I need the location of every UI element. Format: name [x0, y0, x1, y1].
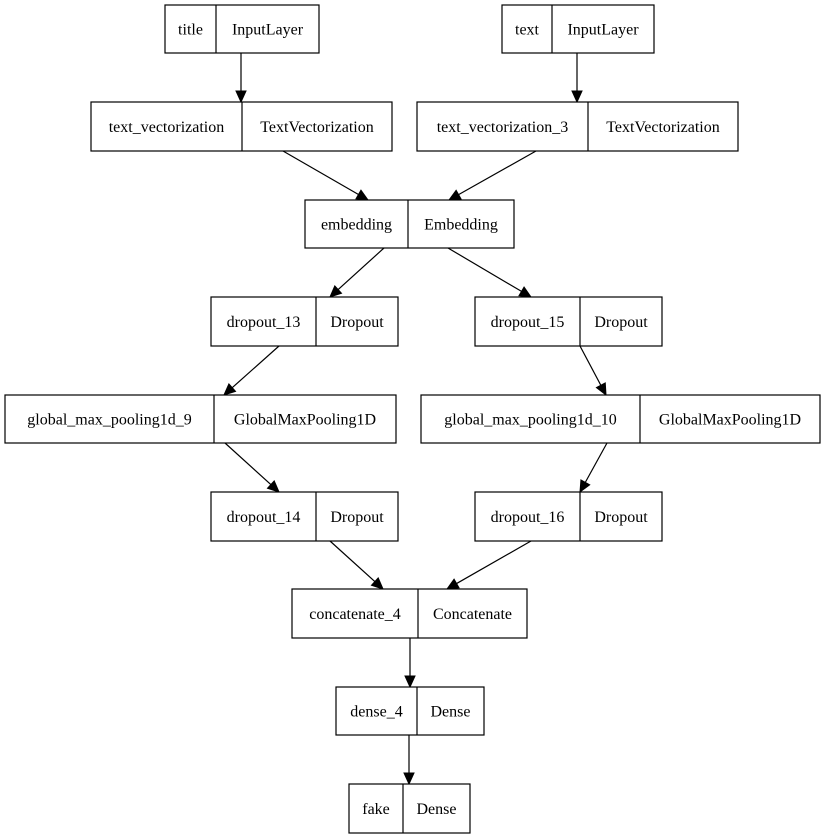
nodes-layer: title InputLayer text InputLayer text_vector…: [4, 4, 821, 834]
layer-name: global_max_pooling1d_10: [444, 412, 616, 429]
node-box: [164, 4, 320, 54]
layer-type: Concatenate: [433, 606, 512, 623]
edge-line: [584, 442, 608, 483]
layer-type: Dropout: [330, 509, 384, 526]
layer-type: GlobalMaxPooling1D: [659, 412, 801, 429]
arrowhead-icon: [518, 286, 533, 298]
layer-type: InputLayer: [567, 22, 639, 39]
layer-name: dense_4: [350, 704, 402, 721]
layer-type: InputLayer: [232, 22, 304, 39]
node-box: [416, 101, 739, 152]
node-box: [335, 686, 485, 736]
arrowhead-icon: [266, 479, 280, 493]
edges-layer: [223, 53, 608, 786]
node-do16: dropout_16 Dropout: [474, 491, 663, 542]
node-box: [210, 491, 399, 542]
layer-name: title: [178, 22, 203, 39]
edge-emb-to-do15: [447, 247, 533, 298]
layer-type: Dense: [431, 704, 471, 721]
node-tv3: text_vectorization_3 TextVectorization: [416, 101, 739, 152]
arrowhead-icon: [329, 284, 343, 298]
arrowhead-icon: [403, 772, 415, 786]
edge-line: [282, 150, 359, 196]
layer-type: Dropout: [594, 509, 648, 526]
node-box: [291, 588, 528, 639]
node-box: [304, 199, 515, 249]
node-gmp9: global_max_pooling1d_9 GlobalMaxPooling1D: [4, 394, 397, 444]
edge-line: [447, 247, 522, 292]
node-box: [474, 491, 663, 542]
edge-line: [456, 540, 532, 585]
edge-do14-to-cat4: [329, 540, 384, 590]
node-box: [4, 394, 397, 444]
layer-type: Dropout: [594, 314, 648, 331]
layer-name: global_max_pooling1d_9: [27, 412, 191, 429]
arrowhead-icon: [370, 576, 384, 590]
layer-type: GlobalMaxPooling1D: [234, 412, 376, 429]
edge-do16-to-cat4: [445, 540, 532, 590]
layer-type: Embedding: [424, 217, 498, 234]
node-do15: dropout_15 Dropout: [474, 296, 663, 347]
node-box: [348, 783, 471, 834]
layer-name: text_vectorization_3: [437, 119, 569, 136]
edge-gmp9-to-do14: [224, 442, 280, 493]
layer-name: dropout_16: [491, 509, 565, 526]
layer-name: text: [515, 22, 540, 39]
layer-name: fake: [362, 801, 390, 818]
arrowhead-icon: [404, 675, 416, 689]
node-emb: embedding Embedding: [304, 199, 515, 249]
layer-type: TextVectorization: [606, 119, 720, 136]
arrowhead-icon: [355, 189, 370, 201]
edge-line: [224, 442, 272, 486]
edge-do15-to-gmp10: [579, 345, 607, 397]
edge-line: [337, 247, 385, 291]
edge-text-to-tv3: [571, 53, 583, 104]
node-do13: dropout_13 Dropout: [210, 296, 399, 347]
edge-tv3-to-emb: [447, 150, 537, 201]
layer-type: Dense: [417, 801, 457, 818]
arrowhead-icon: [223, 383, 237, 396]
edge-tv-to-emb: [282, 150, 370, 201]
edge-dense4-to-fake: [403, 735, 415, 786]
edge-line: [458, 150, 537, 196]
layer-type: TextVectorization: [260, 119, 374, 136]
layer-name: dropout_15: [491, 314, 565, 331]
layer-name: text_vectorization: [109, 119, 225, 136]
node-box: [501, 4, 655, 54]
node-dense4: dense_4 Dense: [335, 686, 485, 736]
edge-emb-to-do13: [329, 247, 385, 298]
edge-line: [231, 345, 280, 389]
node-gmp10: global_max_pooling1d_10 GlobalMaxPooling1…: [420, 394, 821, 444]
layer-type: Dropout: [330, 314, 384, 331]
layer-name: dropout_13: [227, 314, 301, 331]
arrowhead-icon: [235, 90, 247, 104]
node-box: [474, 296, 663, 347]
edge-line: [579, 345, 602, 386]
layer-name: concatenate_4: [309, 606, 401, 623]
node-title: title InputLayer: [164, 4, 320, 54]
layer-name: dropout_14: [227, 509, 301, 526]
layer-name: embedding: [321, 217, 392, 234]
edge-title-to-tv: [235, 53, 247, 104]
arrowhead-icon: [447, 189, 462, 201]
edge-cat4-to-dense4: [404, 638, 416, 689]
arrowhead-icon: [595, 382, 607, 397]
node-tv: text_vectorization TextVectorization: [90, 101, 393, 152]
arrowhead-icon: [445, 578, 460, 590]
node-box: [420, 394, 821, 444]
node-fake: fake Dense: [348, 783, 471, 834]
node-text: text InputLayer: [501, 4, 655, 54]
arrowhead-icon: [579, 479, 591, 494]
edge-do13-to-gmp9: [223, 345, 280, 396]
arrowhead-icon: [571, 90, 583, 104]
edge-gmp10-to-do16: [579, 442, 608, 494]
node-box: [210, 296, 399, 347]
node-do14: dropout_14 Dropout: [210, 491, 399, 542]
edge-line: [329, 540, 376, 583]
node-cat4: concatenate_4 Concatenate: [291, 588, 528, 639]
